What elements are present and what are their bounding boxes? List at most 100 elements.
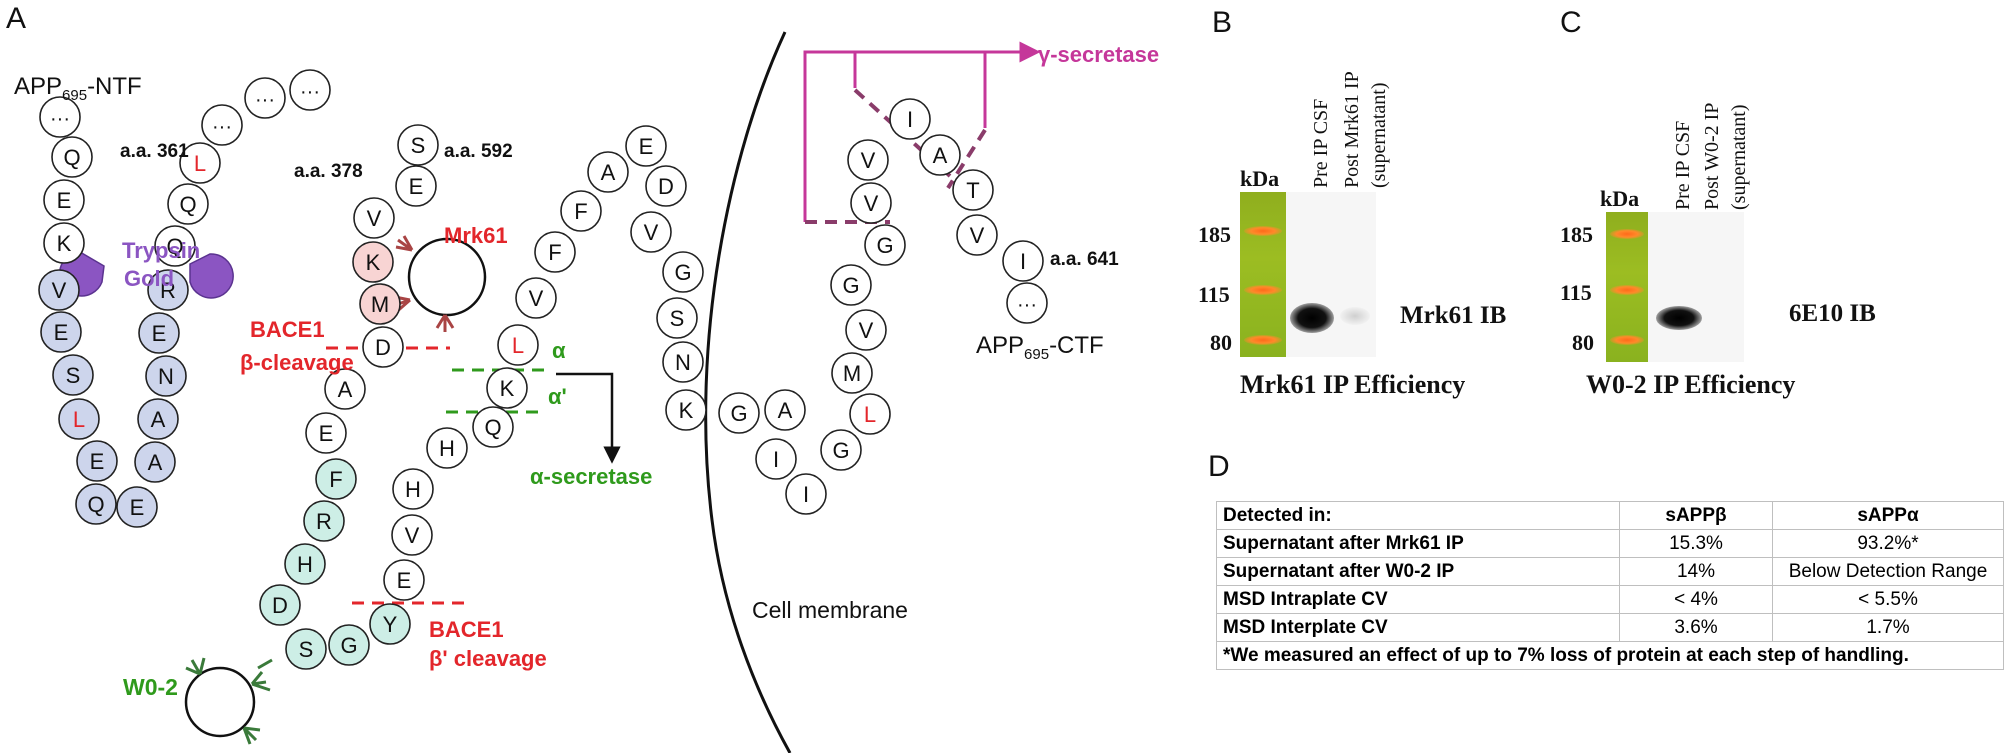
residue-bead xyxy=(395,165,437,207)
residue-label: Q xyxy=(87,492,104,517)
residue-bead xyxy=(52,354,94,396)
panel-letter-a: A xyxy=(6,2,27,35)
residue-label: V xyxy=(644,220,659,245)
table-header-row: Detected in: sAPPβ sAPPα xyxy=(1216,501,2004,530)
alpha-secretase-arrow xyxy=(556,372,621,464)
ladder-band-115-c xyxy=(1610,285,1644,295)
residue-bead xyxy=(889,98,931,140)
residue-label: Q xyxy=(484,415,501,440)
bace1-beta-prime-label-line1: BACE1 xyxy=(429,617,504,642)
residue-label: E xyxy=(319,421,334,446)
table-cell: < 4% xyxy=(1619,585,1773,614)
gamma-secretase-bracket xyxy=(803,41,1041,222)
residue-label: K xyxy=(679,398,694,423)
residue-label: K xyxy=(500,376,515,401)
panel-letter-d: D xyxy=(1208,450,1230,483)
residue-bead xyxy=(303,500,345,542)
residue-label: ··· xyxy=(50,108,70,130)
alpha-secretase-label: α-secretase xyxy=(530,464,652,489)
residue-bead xyxy=(362,326,404,368)
residue-bead xyxy=(472,406,514,448)
residue-bead xyxy=(145,355,187,397)
marker-80-b: 80 xyxy=(1210,330,1232,355)
residue-label: V xyxy=(859,318,874,343)
residue-label: G xyxy=(876,233,893,258)
table-row: Supernatant after Mrk61 IP 15.3% 93.2%* xyxy=(1216,529,2004,558)
western-blot-b: kDa 185 115 80 Pre IP CSF Post Mrk61 IP … xyxy=(1198,0,1560,440)
residue-bead xyxy=(630,211,672,253)
residue-label: S xyxy=(66,363,81,388)
residue-label: R xyxy=(316,509,332,534)
residue-label: ··· xyxy=(212,116,232,138)
residue-bead xyxy=(43,222,85,264)
residue-label: D xyxy=(375,335,391,360)
residue-bead xyxy=(244,77,286,119)
residue-bead xyxy=(58,398,100,440)
kda-label-c: kDa xyxy=(1600,186,1640,211)
residue-bead xyxy=(662,251,704,293)
residue-bead xyxy=(919,134,961,176)
residue-bead xyxy=(116,486,158,528)
residue-label: V xyxy=(405,523,420,548)
residue-label: H xyxy=(297,552,313,577)
residue-bead xyxy=(201,104,243,146)
residue-bead xyxy=(39,96,81,138)
residue-label: K xyxy=(366,250,381,275)
residue-label: G xyxy=(340,633,357,658)
residue-label: E xyxy=(152,321,167,346)
blot-title-c: W0-2 IP Efficiency xyxy=(1586,370,1796,399)
aa-641-label: a.a. 641 xyxy=(1050,249,1119,270)
residue-label: E xyxy=(409,174,424,199)
residue-bead xyxy=(305,412,347,454)
residue-bead xyxy=(284,543,326,585)
residue-label: S xyxy=(299,637,314,662)
cell-membrane-label: Cell membrane xyxy=(752,597,908,623)
bace1-beta-label-line2: β-cleavage xyxy=(240,350,354,375)
residue-bead xyxy=(426,427,468,469)
residue-label: A xyxy=(601,160,616,185)
residue-label: R xyxy=(160,278,176,303)
residue-label: N xyxy=(675,350,691,375)
residue-bead xyxy=(845,309,887,351)
residue-bead xyxy=(587,151,629,193)
residue-bead xyxy=(147,269,189,311)
residue-bead xyxy=(497,324,539,366)
table-cell: MSD Interplate CV xyxy=(1216,613,1620,642)
residue-bead xyxy=(353,197,395,239)
table-cell: < 5.5% xyxy=(1772,585,2004,614)
residue-bead xyxy=(369,603,411,645)
residue-label: I xyxy=(1020,249,1026,274)
residue-bead xyxy=(820,429,862,471)
marker-185-b: 185 xyxy=(1198,222,1231,247)
table-cell: Supernatant after Mrk61 IP xyxy=(1216,529,1620,558)
residue-bead xyxy=(315,458,357,500)
residue-bead xyxy=(755,438,797,480)
residue-bead xyxy=(847,139,889,181)
table-footnote: *We measured an effect of up to 7% loss … xyxy=(1216,641,2004,670)
residue-bead xyxy=(137,398,179,440)
blot-title-b: Mrk61 IP Efficiency xyxy=(1240,370,1466,399)
residue-label: L xyxy=(194,151,206,176)
table-cell: MSD Intraplate CV xyxy=(1216,585,1620,614)
residue-label: Q xyxy=(166,234,183,259)
lane-label-post-ip-c: Post W0-2 IP xyxy=(1701,102,1723,210)
gamma-secretase-label: γ-secretase xyxy=(1038,42,1159,67)
table-row: MSD Interplate CV 3.6% 1.7% xyxy=(1216,613,2004,642)
signal-pre-ip-c xyxy=(1656,306,1702,330)
residue-bead xyxy=(359,283,401,325)
ladder-band-185-c xyxy=(1610,229,1644,239)
residue-label: K xyxy=(57,231,72,256)
residue-bead xyxy=(665,389,707,431)
residue-bead xyxy=(383,559,425,601)
aa-378-label: a.a. 378 xyxy=(294,161,363,182)
residue-bead xyxy=(352,241,394,283)
ib-label-b: Mrk61 IB xyxy=(1400,302,1507,329)
lane-label-post-ip-b: Post Mrk61 IP xyxy=(1341,71,1363,188)
residue-label: I xyxy=(907,107,913,132)
residue-label: Q xyxy=(179,192,196,217)
residue-bead xyxy=(134,441,176,483)
residue-label: ··· xyxy=(300,81,320,103)
bace1-beta-prime-label-line2: β' cleavage xyxy=(429,646,547,671)
residue-bead xyxy=(864,224,906,266)
